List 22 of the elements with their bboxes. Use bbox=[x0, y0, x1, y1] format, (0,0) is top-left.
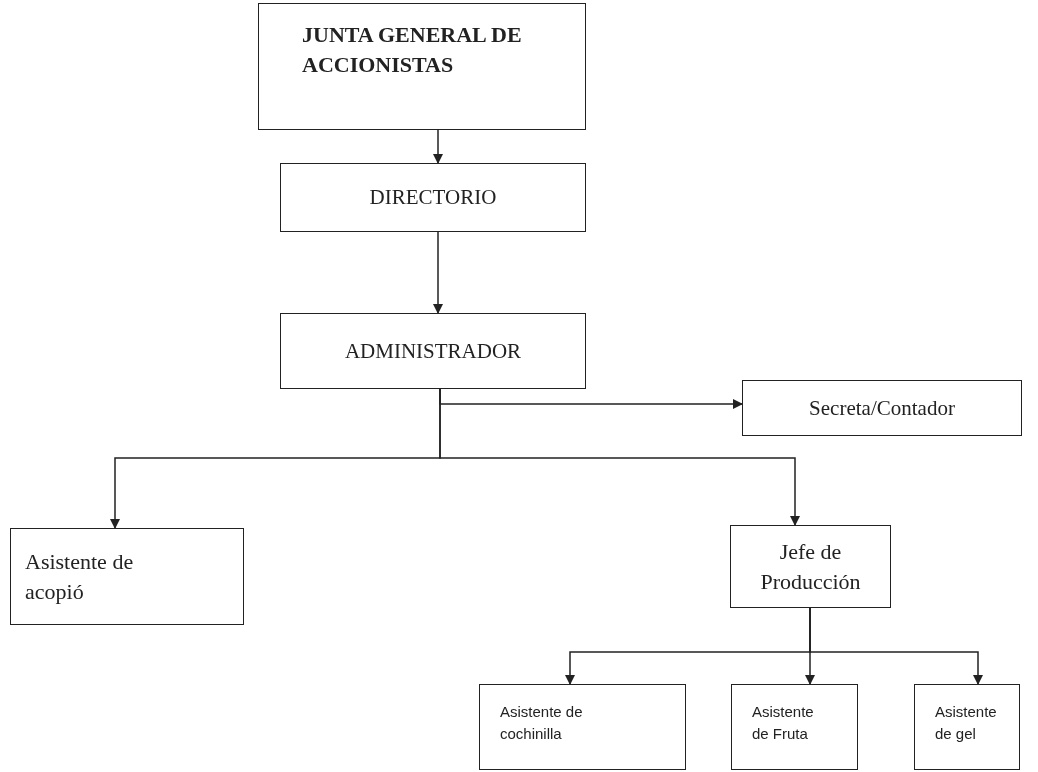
box-label: Asistente de gel bbox=[935, 702, 998, 744]
box-label: JUNTA GENERAL DE ACCIONISTAS bbox=[302, 21, 523, 79]
box-label: ADMINISTRADOR bbox=[344, 337, 522, 365]
arrow bbox=[433, 129, 443, 164]
org-box bbox=[280, 163, 586, 232]
org-box bbox=[258, 3, 586, 130]
org-box bbox=[479, 684, 686, 770]
arrow bbox=[809, 607, 983, 685]
box-label: Asistente de acopió bbox=[25, 547, 135, 606]
org-box bbox=[742, 380, 1022, 436]
org-box bbox=[280, 313, 586, 389]
arrow bbox=[439, 388, 800, 526]
org-box bbox=[10, 528, 244, 625]
org-box bbox=[914, 684, 1020, 770]
box-label: Secreta/Contador bbox=[809, 394, 955, 422]
org-box bbox=[731, 684, 858, 770]
org-box bbox=[730, 525, 891, 608]
arrow bbox=[433, 231, 443, 314]
box-label: Jefe de Producción bbox=[759, 537, 862, 596]
box-label: Asistente de cochinilla bbox=[500, 702, 584, 744]
box-label: Asistente de Fruta bbox=[752, 702, 815, 744]
box-label: DIRECTORIO bbox=[369, 184, 497, 212]
